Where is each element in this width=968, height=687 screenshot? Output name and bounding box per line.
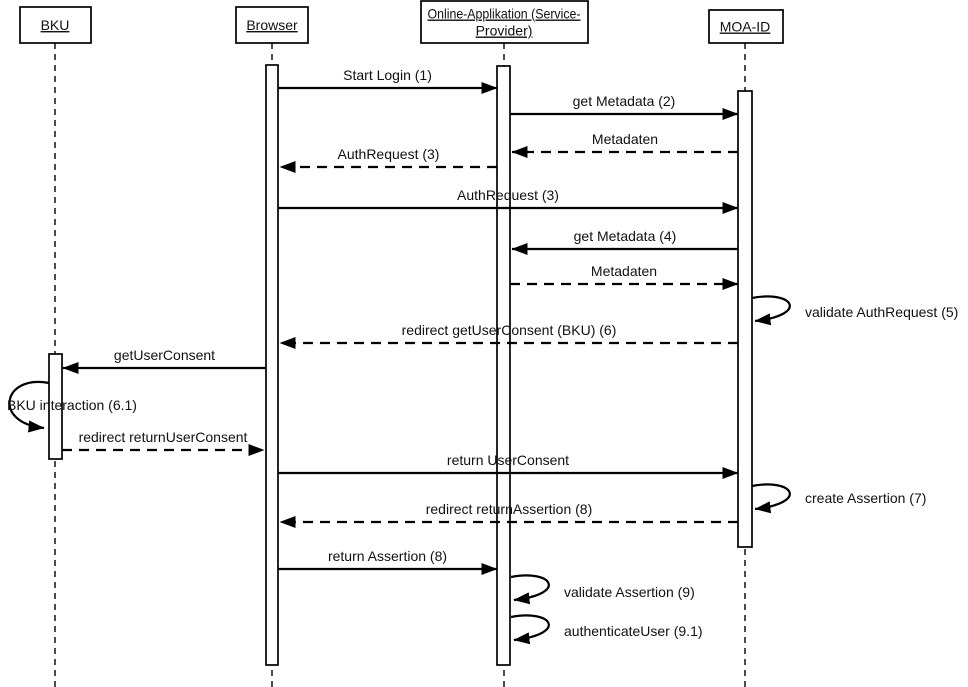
message-metadaten-y284: Metadaten [510,263,739,290]
message-metadaten-y152: Metadaten [511,131,738,158]
self-message-label: authenticateUser (9.1) [564,623,703,639]
actor-label-service-provider: Provider) [476,23,533,39]
actor-box-bku [19,6,92,44]
activation-moa-id [737,90,753,548]
actor-label-moa-id: MOA-ID [720,19,771,35]
self-message-label: create Assertion (7) [805,490,926,506]
actor-box-service-provider [420,0,589,44]
actor-moa-id: MOA-ID [708,9,784,44]
message-redirect-getuserconsent-bku-6-y343: redirect getUserConsent (BKU) (6) [279,322,738,349]
message-label: redirect getUserConsent (BKU) (6) [402,322,617,338]
self-message-loop [510,614,550,645]
self-message-loop [8,380,50,433]
actor-service-provider: Online-Applikation (Service-Provider) [420,0,589,44]
activation-service-provider [496,65,511,666]
message-label: AuthRequest (3) [338,146,440,162]
actor-label-browser: Browser [246,17,298,33]
activation-bku [48,353,63,460]
message-label: AuthRequest (3) [457,187,559,203]
actor-box-moa-id [708,9,784,44]
message-get-metadata-2-y114: get Metadata (2) [510,93,739,120]
self-message-label: validate Assertion (9) [564,584,695,600]
message-authrequest-3-y208: AuthRequest (3) [278,187,739,214]
message-redirect-returnassertion-8-y522: redirect returnAssertion (8) [279,501,738,528]
message-getuserconsent-y368: getUserConsent [62,347,266,374]
actor-browser: Browser [235,6,309,44]
message-label: return UserConsent [447,452,569,468]
self-message-label: BKU interaction (6.1) [7,397,137,413]
message-return-userconsent-y473: return UserConsent [278,452,739,479]
message-label: redirect returnAssertion (8) [426,501,593,517]
message-get-metadata-4-y249: get Metadata (4) [511,228,738,255]
message-label: Start Login (1) [343,67,432,83]
message-authrequest-3-y167: AuthRequest (3) [279,146,497,173]
actor-label-service-provider: Online-Applikation (Service- [428,6,581,22]
message-label: return Assertion (8) [328,548,447,564]
self-message-validate-assertion-9: validate Assertion (9) [510,574,695,605]
activation-browser [265,64,279,666]
message-label: get Metadata (4) [574,228,677,244]
message-start-login-1-y88: Start Login (1) [278,67,498,94]
self-message-loop [751,295,791,326]
message-label: redirect returnUserConsent [79,429,248,445]
self-message-validate-authrequest-5: validate AuthRequest (5) [751,295,958,326]
self-message-loop [751,483,791,514]
actor-bku: BKU [19,6,92,44]
message-label: Metadaten [591,263,657,279]
self-message-authenticateuser-9-1: authenticateUser (9.1) [510,614,703,645]
message-label: get Metadata (2) [573,93,676,109]
self-message-loop [510,574,550,605]
actor-label-bku: BKU [41,17,70,33]
self-message-label: validate AuthRequest (5) [805,304,958,320]
self-message-create-assertion-7: create Assertion (7) [751,483,926,514]
message-return-assertion-8-y569: return Assertion (8) [278,548,498,575]
message-redirect-returnuserconsent-y450: redirect returnUserConsent [62,429,265,456]
message-label: getUserConsent [114,347,215,363]
actor-box-browser [235,6,309,44]
message-label: Metadaten [592,131,658,147]
self-message-bku-interaction-6-1: BKU interaction (6.1) [7,380,137,433]
